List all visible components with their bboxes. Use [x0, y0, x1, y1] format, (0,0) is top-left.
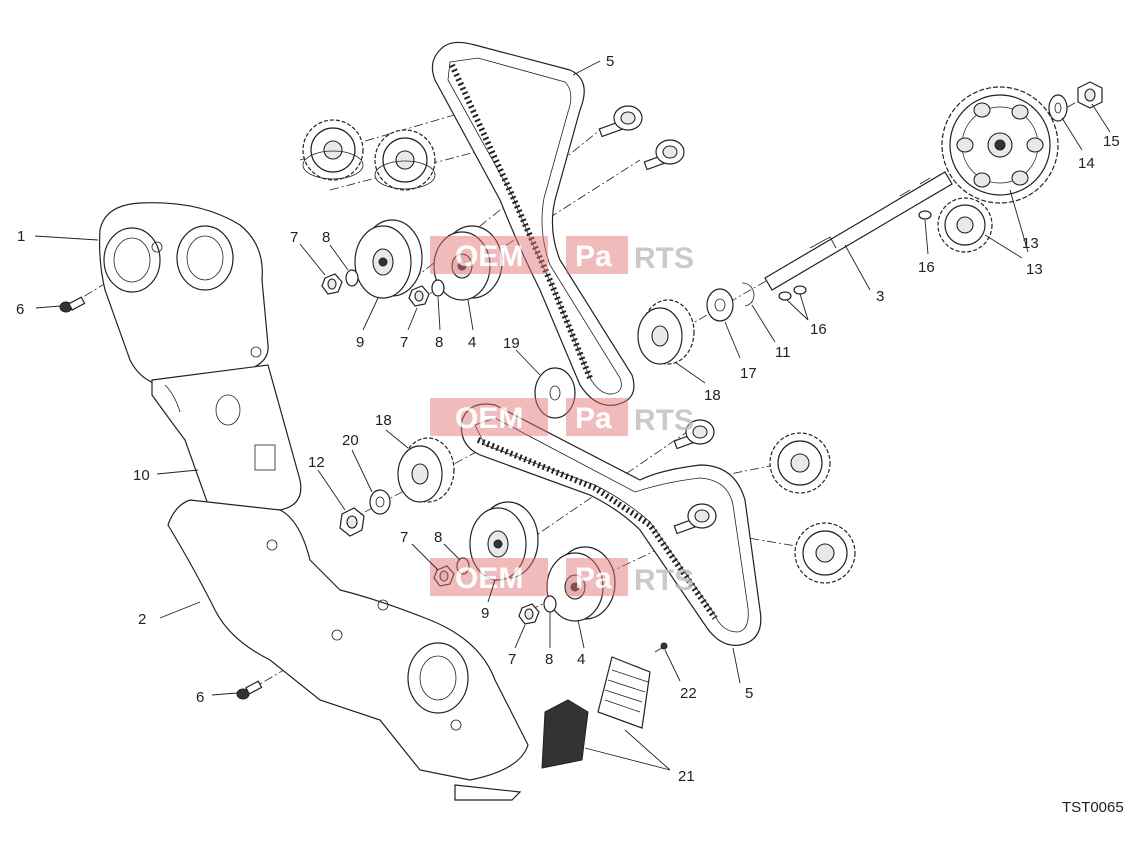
tensioner-stud-upper-2: [643, 139, 685, 171]
screw-22: [654, 642, 668, 653]
screw-6a: [59, 296, 86, 313]
callout-8-lower-b: 8: [545, 651, 553, 668]
callout-20: 20: [342, 432, 359, 449]
timing-shaft: [764, 171, 953, 291]
tensioner-stud-lower-2: [673, 503, 717, 535]
drive-pulley-upper: [637, 299, 695, 365]
callout-14: 14: [1078, 155, 1095, 172]
idler-roller-upper: [433, 225, 503, 301]
watermark-left-top: OEM: [455, 240, 523, 273]
callout-15: 15: [1103, 133, 1120, 150]
watermark-left-bottom: OEM: [455, 562, 523, 595]
callout-7-lower-a: 7: [400, 529, 408, 546]
washer-lower-8d: [543, 595, 557, 613]
callout-1: 1: [17, 228, 25, 245]
callout-5-lower: 5: [745, 685, 753, 702]
camshaft-pulley-upper-left: [302, 119, 364, 181]
washer-20: [369, 489, 391, 515]
callout-11: 11: [775, 344, 791, 361]
drive-pulley-lower: [397, 437, 455, 503]
watermark-mid-middle: Pa: [575, 402, 612, 435]
leader-lines: [34, 60, 1111, 771]
circlip-11: [741, 282, 755, 307]
nut-15: [1077, 81, 1103, 109]
washer-14: [1048, 94, 1068, 122]
nut-upper-7a: [321, 273, 343, 295]
spacer-19: [534, 367, 576, 419]
camshaft-pulley-upper-right: [374, 129, 436, 191]
timing-belt-upper: [431, 41, 635, 406]
nut-upper-7b: [408, 285, 430, 307]
screw-6b: [236, 680, 263, 700]
watermark-mid-top: Pa: [575, 240, 612, 273]
callout-5-upper: 5: [606, 53, 614, 70]
callout-18-lower: 18: [375, 412, 392, 429]
tensioner-stud-lower-1: [673, 419, 715, 450]
washer-upper-8a: [345, 269, 359, 287]
callout-4-lower: 4: [577, 651, 585, 668]
callout-16-upper: 16: [918, 259, 935, 276]
callout-21: 21: [678, 768, 695, 785]
callout-7-upper-a: 7: [290, 229, 298, 246]
callout-13-upper: 13: [1022, 235, 1039, 252]
rubber-pad: [541, 699, 589, 769]
cover-heat-shield: [597, 656, 651, 729]
tensioner-roller-lower: [469, 501, 539, 581]
watermark-top: OEM Pa RTS: [430, 236, 694, 275]
washer-upper-8b: [431, 279, 445, 297]
callout-12: 12: [308, 454, 325, 471]
watermark-right-top: RTS: [634, 242, 694, 275]
drawing-code: TST0065: [1062, 799, 1124, 816]
callout-19: 19: [503, 335, 520, 352]
callout-9-lower: 9: [481, 605, 489, 622]
timing-cover-middle: [151, 364, 302, 511]
callout-2: 2: [138, 611, 146, 628]
callout-17: 17: [740, 365, 757, 382]
callout-6-lower: 6: [196, 689, 204, 706]
camshaft-pulley-lower-bottom: [794, 522, 856, 584]
callout-4-upper: 4: [468, 334, 476, 351]
timing-cover-lower: [167, 499, 529, 801]
callout-6-upper: 6: [16, 301, 24, 318]
nut-lower-7c: [433, 565, 455, 587]
camshaft-pulley-lower-top: [769, 432, 831, 494]
watermark-left-middle: OEM: [455, 402, 523, 435]
watermark-mid-bottom: Pa: [575, 562, 612, 595]
gear-small-13: [937, 197, 993, 253]
callout-labels: 1 6 2 6 10 5 5 3 7 8 9 7 8 4 12 20 18 19…: [16, 53, 1120, 785]
callout-16-lower: 16: [810, 321, 827, 338]
callout-22: 22: [680, 685, 697, 702]
timing-cover-upper: [98, 202, 269, 386]
gear-large-13: [941, 86, 1059, 204]
callout-7-lower-b: 7: [508, 651, 516, 668]
watermark-right-middle: RTS: [634, 404, 694, 437]
watermark-middle: OEM Pa RTS: [430, 398, 694, 437]
callout-7-upper-b: 7: [400, 334, 408, 351]
washer-17: [706, 288, 734, 322]
callout-18-upper: 18: [704, 387, 721, 404]
woodruff-keys-16: [778, 210, 932, 301]
callout-8-upper-b: 8: [435, 334, 443, 351]
callout-8-upper-a: 8: [322, 229, 330, 246]
idler-roller-lower: [546, 546, 616, 622]
tensioner-roller-upper: [354, 219, 423, 299]
washer-lower-8c: [456, 557, 470, 575]
callout-13-lower: 13: [1026, 261, 1043, 278]
callout-3: 3: [876, 288, 884, 305]
watermark-right-bottom: RTS: [634, 564, 694, 597]
callout-8-lower-a: 8: [434, 529, 442, 546]
watermark-bottom: OEM Pa RTS: [430, 558, 694, 597]
nut-lower-7d: [518, 603, 540, 625]
callout-9-upper: 9: [356, 334, 364, 351]
tensioner-stud-upper-1: [598, 105, 643, 138]
callout-10: 10: [133, 467, 150, 484]
nut-12: [339, 507, 365, 537]
timing-belt-lower: [460, 403, 762, 646]
